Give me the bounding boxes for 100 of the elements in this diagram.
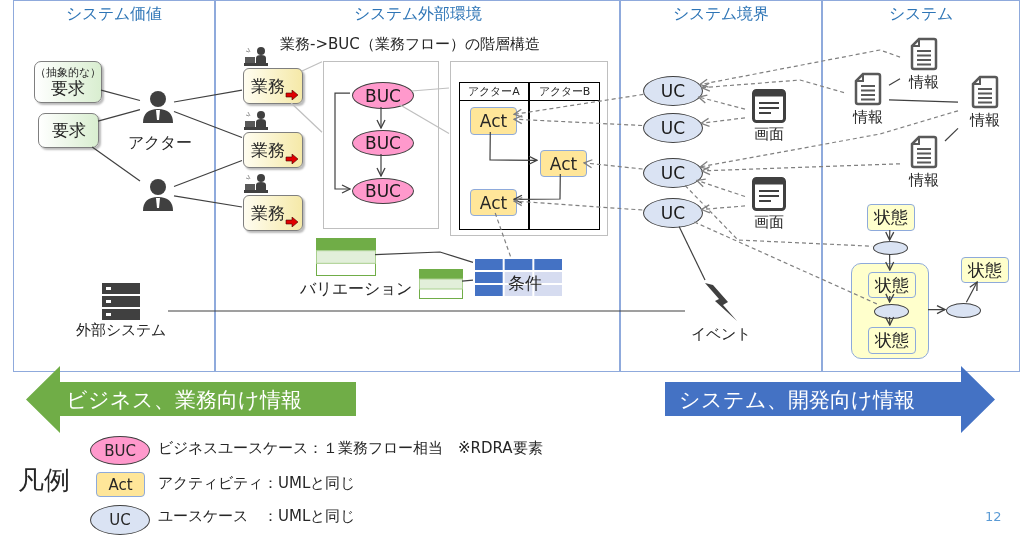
task-label: 業務 [251, 139, 285, 162]
page-number: 12 [985, 510, 1002, 525]
connector [513, 173, 561, 204]
column-panel [215, 0, 620, 372]
column-panel [13, 0, 215, 372]
connector [965, 281, 978, 303]
system-label: 外部システム [75, 321, 167, 340]
buc-label: BUC [365, 85, 401, 106]
connector [301, 61, 323, 72]
screen-label: 画面 [752, 125, 785, 144]
dashed-connector [697, 94, 746, 110]
connector [173, 89, 243, 103]
requirement-box [34, 61, 102, 103]
dashed-connector [494, 212, 512, 258]
state-box [868, 327, 916, 354]
connector [944, 127, 959, 142]
activity-box [470, 107, 517, 135]
state-label: 状態 [875, 329, 909, 352]
info-label: 情報 [907, 171, 940, 190]
state-box [867, 204, 915, 231]
usecase-ellipse [643, 158, 703, 188]
connector [888, 78, 901, 86]
legend-swatch: UC [90, 505, 150, 535]
info-label: 情報 [968, 111, 1001, 130]
buc-ellipse [352, 178, 414, 204]
connector [173, 159, 243, 188]
requirement-label: 要求 [51, 121, 86, 140]
dashed-connector [700, 79, 845, 94]
buc-ellipse [352, 130, 414, 156]
connector [489, 131, 538, 165]
activity-box [470, 189, 517, 216]
event-label: イベント [690, 325, 752, 344]
activity-label: Act [549, 153, 578, 174]
activity-label: Act [479, 111, 508, 131]
connector [167, 310, 686, 312]
dashed-connector [696, 178, 746, 198]
connector [884, 316, 895, 326]
actor-label: アクター [128, 134, 192, 152]
legend-text: アクティビティ：UMLと同じ [158, 475, 356, 492]
task-box [243, 132, 303, 168]
junction-ellipse [873, 241, 908, 255]
connector [885, 229, 895, 241]
requirement-label: 要求 [51, 78, 85, 98]
buc-label: BUC [365, 133, 401, 153]
connector [173, 110, 243, 139]
connector [885, 253, 895, 271]
column-panel [620, 0, 822, 372]
activity-label: Act [479, 192, 508, 213]
dashed-connector [693, 221, 878, 305]
connector [91, 146, 141, 182]
column-panel [822, 0, 1020, 372]
activity-box [540, 150, 587, 177]
info-label: 情報 [851, 108, 884, 127]
usecase-label: UC [660, 118, 686, 138]
state-label: 状態 [875, 273, 909, 297]
dashed-connector [701, 163, 901, 176]
junction-ellipse [874, 304, 909, 319]
detail-panel [450, 61, 608, 236]
lane-header: アクターA [460, 83, 528, 101]
legend-swatch: Act [96, 472, 145, 497]
note-text: （抽象的な） [35, 66, 101, 79]
dashed-connector [513, 93, 644, 118]
usecase-label: UC [660, 203, 686, 223]
task-label: 業務 [251, 75, 285, 98]
connector [410, 87, 450, 92]
usecase-label: UC [660, 81, 686, 101]
usecase-ellipse [643, 113, 703, 143]
legend-text: ビジネスユースケース：１業務フロー相当 ※RDRA要素 [158, 440, 543, 457]
connector [376, 153, 386, 177]
column-heading: システム境界 [672, 4, 770, 25]
connector [888, 99, 959, 103]
connector [97, 109, 141, 122]
composite-state [851, 263, 929, 359]
table-caption: バリエーション [300, 280, 412, 298]
state-box [961, 257, 1009, 283]
banner-label: システム、開発向け情報 [679, 387, 915, 414]
dashed-connector [583, 159, 644, 170]
task-box [243, 68, 303, 104]
connector [290, 102, 323, 133]
legend-heading: 凡例 [18, 466, 70, 495]
connector [678, 226, 706, 281]
dashed-connector [699, 110, 959, 171]
usecase-ellipse [643, 198, 703, 228]
task-box [243, 195, 303, 231]
buc-label: BUC [365, 181, 401, 201]
requirement-box [38, 113, 99, 148]
connector [100, 89, 141, 102]
dashed-connector [513, 197, 643, 211]
connector [374, 251, 474, 263]
usecase-label: UC [660, 163, 686, 183]
state-box [868, 272, 916, 298]
legend-text: ユースケース ：UMLと同じ [158, 508, 356, 525]
swimlane [529, 82, 600, 230]
dashed-connector [513, 114, 643, 127]
task-label: 業務 [251, 202, 285, 225]
condition-label: 条件 [507, 272, 542, 295]
connector [927, 305, 946, 315]
info-label: 情報 [907, 73, 940, 92]
connector [885, 293, 895, 303]
state-label: 状態 [968, 258, 1002, 282]
